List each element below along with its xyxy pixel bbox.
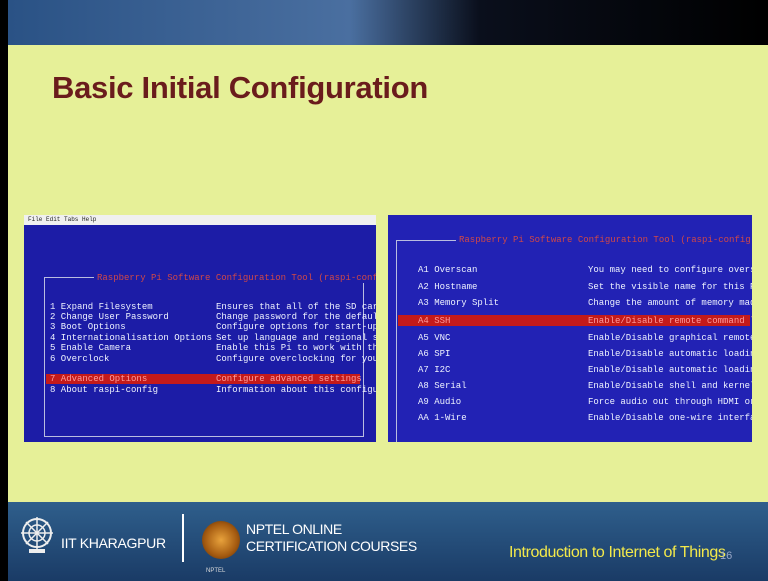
menu-item-desc: Enable/Disable automatic loading xyxy=(588,349,752,359)
dialog-title: Raspberry Pi Software Configuration Tool… xyxy=(94,273,376,283)
menu-item-label[interactable]: 6 Overclock xyxy=(50,354,110,364)
menu-item-desc: Configure advanced settings xyxy=(216,374,362,384)
menu-item-desc: Enable/Disable one-wire interface xyxy=(588,413,752,423)
raspi-config-advanced-screenshot: Raspberry Pi Software Configuration Tool… xyxy=(388,215,752,442)
menu-item-desc: Change the amount of memory made xyxy=(588,298,752,308)
menu-item-label[interactable]: 3 Boot Options xyxy=(50,322,126,332)
menu-item-label[interactable]: A2 Hostname xyxy=(418,282,478,292)
course-title: Introduction to Internet of Things xyxy=(509,544,726,561)
menu-item-label[interactable]: A6 SPI xyxy=(418,349,451,359)
menu-item-label[interactable]: 4 Internationalisation Options xyxy=(50,333,213,343)
nptel-title-line2: CERTIFICATION COURSES xyxy=(246,538,417,554)
menu-item-label-selected[interactable]: A4 SSH xyxy=(418,316,451,326)
menu-item-desc: Enable/Disable shell and kernel m xyxy=(588,381,752,391)
footer-divider xyxy=(182,514,184,562)
menu-item-desc: Change password for the default u xyxy=(216,312,376,322)
terminal-menubar: File Edit Tabs Help xyxy=(24,215,376,225)
menu-item-label[interactable]: AA 1-Wire xyxy=(418,413,467,423)
menu-item-label[interactable]: 1 Expand Filesystem xyxy=(50,302,153,312)
selected-row-highlight xyxy=(46,374,360,384)
iit-kharagpur-logo-icon xyxy=(21,517,53,553)
menu-item-desc: Enable/Disable graphical remote a xyxy=(588,333,752,343)
dialog-title: Raspberry Pi Software Configuration Tool… xyxy=(456,235,752,245)
institute-name: IIT KHARAGPUR xyxy=(61,535,166,551)
page-number: 16 xyxy=(720,550,733,562)
raspi-config-main-screenshot: File Edit Tabs Help Raspberry Pi Softwar… xyxy=(24,215,376,442)
slide-top-bar xyxy=(8,0,768,45)
menu-item-desc: Force audio out through HDMI or 3 xyxy=(588,397,752,407)
menu-item-label[interactable]: A9 Audio xyxy=(418,397,462,407)
slide: Basic Initial Configuration File Edit Ta… xyxy=(8,0,768,581)
menu-item-desc: You may need to configure oversca xyxy=(588,265,752,275)
menu-item-desc: Set up language and regional sett xyxy=(216,333,376,343)
menu-item-label[interactable]: A5 VNC xyxy=(418,333,451,343)
nptel-logo-icon xyxy=(202,521,240,559)
menu-item-desc: Ensures that all of the SD card s xyxy=(216,302,376,312)
menu-item-label[interactable]: 2 Change User Password xyxy=(50,312,169,322)
menu-item-desc: Configure options for start-up xyxy=(216,322,376,332)
selected-row-highlight xyxy=(398,315,750,326)
menu-item-label[interactable]: 8 About raspi-config xyxy=(50,385,159,395)
menu-item-desc: Information about this configurat xyxy=(216,385,376,395)
menu-item-desc: Enable this Pi to work with the R xyxy=(216,343,376,353)
menu-item-label[interactable]: A8 Serial xyxy=(418,381,467,391)
menu-item-label[interactable]: A1 Overscan xyxy=(418,265,478,275)
menu-item-label[interactable]: 5 Enable Camera xyxy=(50,343,132,353)
slide-title: Basic Initial Configuration xyxy=(52,70,428,105)
menu-item-desc: Set the visible name for this Pi xyxy=(588,282,752,292)
nptel-title-line1: NPTEL ONLINE xyxy=(246,521,342,537)
slide-footer: IIT KHARAGPUR NPTEL NPTEL ONLINE CERTIFI… xyxy=(8,502,768,581)
menu-item-label-selected[interactable]: 7 Advanced Options xyxy=(50,374,148,384)
menu-item-desc: Configure overclocking for your P xyxy=(216,354,376,364)
menu-item-label[interactable]: A3 Memory Split xyxy=(418,298,500,308)
menu-item-label[interactable]: A7 I2C xyxy=(418,365,451,375)
menu-item-desc: Enable/Disable automatic loading xyxy=(588,365,752,375)
menu-item-desc: Enable/Disable remote command line xyxy=(588,316,752,326)
nptel-logo-caption: NPTEL xyxy=(206,568,226,574)
